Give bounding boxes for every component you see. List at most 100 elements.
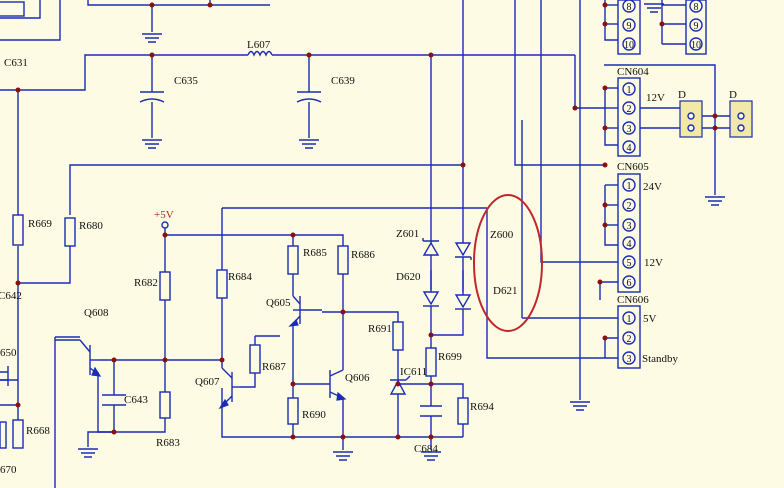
label-q606: Q606: [345, 372, 370, 384]
connector-cn604: 1 2 3 4: [617, 77, 641, 157]
resistor-r682: [159, 271, 171, 301]
label-cn606-5v: 5V: [643, 313, 657, 325]
label-d620: D620: [396, 271, 421, 283]
label-r683: R683: [156, 437, 180, 449]
label-z601: Z601: [396, 228, 419, 240]
label-cn605-12v: 12V: [644, 257, 663, 269]
label-z600: Z600: [490, 229, 514, 241]
resistor-r683: [159, 391, 171, 419]
component-labels: C631 C635 C639 L607 R669 R680 C642 650 R…: [0, 39, 737, 476]
label-q607: Q607: [195, 376, 220, 388]
label-r670: 670: [0, 464, 17, 476]
pin-9b: 9: [694, 21, 699, 32]
regulator-ic611: [389, 379, 407, 395]
plus5v-terminal: [161, 221, 169, 229]
label-r684: R684: [228, 271, 252, 283]
resistor-r690: [287, 397, 299, 425]
label-r699: R699: [438, 351, 462, 363]
label-cn605-24v: 24V: [643, 181, 662, 193]
pin-9: 9: [627, 21, 632, 32]
label-r682: R682: [134, 277, 158, 289]
label-r686: R686: [351, 249, 375, 261]
inductor-l607: [247, 50, 273, 57]
label-cn606: CN606: [617, 294, 649, 306]
resistor-r669: [12, 214, 24, 246]
wires: [0, 0, 730, 488]
svg-text:2: 2: [627, 201, 632, 212]
label-r691: R691: [368, 323, 392, 335]
label-r694: R694: [470, 401, 494, 413]
top-left-component: [0, 1, 25, 17]
pin-8b: 8: [694, 2, 699, 13]
svg-text:4: 4: [627, 239, 632, 250]
resistor-r680: [64, 217, 76, 247]
svg-text:5: 5: [627, 258, 632, 269]
resistor-r694: [457, 397, 469, 425]
pin-8: 8: [627, 2, 632, 13]
connector-top-right: 8 9 10: [685, 0, 707, 55]
label-r690: R690: [302, 409, 326, 421]
resistor-r687: [249, 344, 261, 374]
label-q608: Q608: [84, 307, 109, 319]
label-c635: C635: [174, 75, 198, 87]
capacitor-c684: [420, 405, 442, 417]
capacitor-c643: [102, 394, 126, 406]
label-l607: L607: [247, 39, 271, 51]
label-d621: D621: [493, 285, 517, 297]
label-ic611: IC611: [400, 366, 427, 378]
connector-cn605: 1 2 3 4 5 6: [617, 173, 641, 293]
connector-cn606: 1 2 3: [617, 305, 641, 369]
pin-10: 10: [624, 40, 634, 51]
svg-text:2: 2: [627, 334, 632, 345]
junction-dots: [15, 2, 718, 440]
label-cn604-12v: 12V: [646, 92, 665, 104]
resistor-r699: [425, 347, 437, 377]
label-r680: R680: [79, 220, 103, 232]
capacitors: [0, 91, 442, 417]
transistors: [55, 295, 347, 410]
resistors: [0, 214, 469, 449]
svg-text:6: 6: [627, 278, 632, 289]
resistor-left-edge: [0, 421, 7, 449]
label-cn604: CN604: [617, 66, 649, 78]
capacitor-c635: [139, 91, 165, 103]
label-c650: 650: [0, 347, 17, 359]
label-plug-d-right: D: [729, 89, 737, 101]
label-c684: C684: [414, 443, 438, 455]
resistor-r668: [12, 419, 24, 449]
label-plug-d-left: D: [678, 89, 686, 101]
capacitor-c650: [0, 366, 9, 386]
svg-text:4: 4: [627, 143, 632, 154]
label-cn605: CN605: [617, 161, 649, 173]
diodes: [389, 238, 472, 395]
label-r687: R687: [262, 361, 286, 373]
svg-text:3: 3: [627, 354, 632, 365]
label-cn606-standby: Standby: [642, 353, 679, 365]
resistor-r691: [392, 321, 404, 351]
pin-10b: 10: [691, 40, 701, 51]
diode-d620: [422, 291, 440, 306]
label-r685: R685: [303, 247, 327, 259]
diode-d621: [454, 294, 472, 309]
label-r669: R669: [28, 218, 52, 230]
label-c642: C642: [0, 290, 22, 302]
svg-text:3: 3: [627, 221, 632, 232]
zener-z600: [454, 242, 472, 257]
label-r668: R668: [26, 425, 50, 437]
label-c631: C631: [4, 57, 28, 69]
plug-d-right: [729, 100, 753, 138]
label-plus5v: +5V: [154, 209, 174, 221]
svg-text:1: 1: [627, 181, 632, 192]
resistor-r684: [216, 269, 228, 299]
capacitor-c639: [296, 91, 322, 103]
resistor-r685: [287, 245, 299, 275]
label-c639: C639: [331, 75, 355, 87]
zener-z601: [422, 241, 440, 256]
svg-text:3: 3: [627, 124, 632, 135]
connector-top-left: 8 9 10: [617, 0, 641, 55]
label-c643: C643: [124, 394, 148, 406]
plug-d-left: [679, 100, 703, 138]
svg-text:2: 2: [627, 104, 632, 115]
label-q605: Q605: [266, 297, 291, 309]
